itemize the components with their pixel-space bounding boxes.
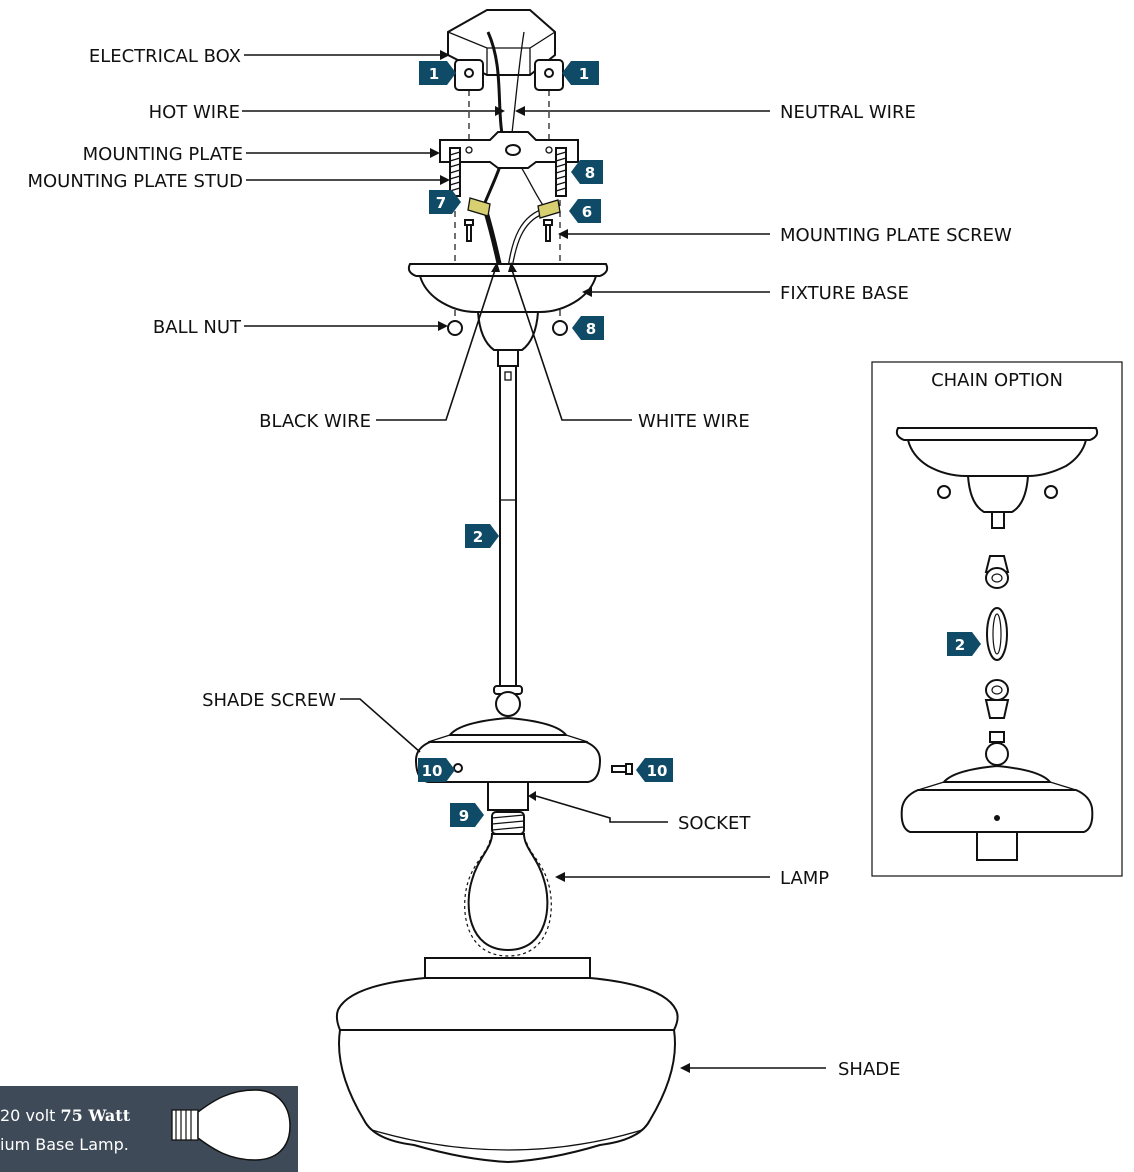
step-badge-socket: 9 [450,803,484,827]
inset-shade-holder [900,731,1094,861]
fixture-base [407,263,609,367]
lamp [464,811,552,957]
shade [335,957,679,1164]
step-badge-stem: 2 [465,524,499,548]
mounting-plate [439,131,579,169]
step-badge-box-left: 1 [419,61,456,85]
shade-screw [611,763,633,775]
step-badge-stud-right: 8 [571,160,603,184]
label-lamp: LAMP [780,868,829,889]
lamp-note: 20 volt 75 Watt ium Base Lamp. [0,1086,298,1172]
wire-nuts [467,197,561,219]
step-badge-shade-left: 10 [418,758,455,782]
svg-text:10: 10 [647,762,668,780]
mounting-plate-stud [449,147,567,197]
label-mounting-plate: MOUNTING PLATE [83,144,243,165]
label-black-wire: BLACK WIRE [259,411,371,432]
step-badge-ball-nut-right: 8 [572,316,604,340]
svg-text:2: 2 [955,636,965,654]
inset-chain [984,555,1010,719]
part-labels: ELECTRICAL BOX HOT WIRE NEUTRAL WIRE MOU… [27,46,1011,1080]
svg-text:1: 1 [579,65,589,83]
label-mounting-plate-stud: MOUNTING PLATE STUD [27,171,243,192]
step-badges: 1 1 8 7 6 8 2 10 [418,61,673,827]
inset-step-badge-chain: 2 [947,632,981,656]
label-electrical-box: ELECTRICAL BOX [89,46,241,67]
inset-fixture-base [895,427,1099,529]
label-shade: SHADE [838,1059,901,1080]
svg-text:2: 2 [473,528,483,546]
mounting-plate-screw [464,219,553,242]
lamp-note-bulb-icon [171,1089,291,1161]
lamp-note-line1: 20 volt 75 Watt [0,1106,131,1125]
step-badge-connector-left: 7 [429,190,461,214]
step-badge-box-right: 1 [562,61,599,85]
svg-text:8: 8 [586,320,596,338]
step-badge-connector-right: 6 [569,199,601,223]
arrowheads [416,50,690,1073]
chain-option-title: CHAIN OPTION [931,370,1063,391]
label-white-wire: WHITE WIRE [638,411,750,432]
label-ball-nut: BALL NUT [153,317,242,338]
shade-holder [414,716,602,783]
step-badge-shade-right: 10 [636,758,673,782]
lamp-note-line2: ium Base Lamp. [0,1135,129,1154]
leader-lines [242,54,826,1069]
svg-text:1: 1 [429,65,439,83]
svg-text:8: 8 [585,164,595,182]
label-neutral-wire: NEUTRAL WIRE [780,102,916,123]
socket [487,781,529,811]
label-fixture-base: FIXTURE BASE [780,283,909,304]
alignment-lines [454,90,561,318]
ball-nut [447,320,568,336]
svg-text:9: 9 [459,807,469,825]
label-socket: SOCKET [678,813,751,834]
label-shade-screw: SHADE SCREW [202,690,336,711]
svg-text:7: 7 [436,194,446,212]
svg-text:6: 6 [582,203,592,221]
chain-option-inset: CHAIN OPTION 2 [871,361,1123,877]
label-hot-wire: HOT WIRE [149,102,240,123]
stem [493,365,523,717]
svg-text:10: 10 [422,762,443,780]
electrical-box [447,9,564,91]
label-mounting-plate-screw: MOUNTING PLATE SCREW [780,225,1012,246]
